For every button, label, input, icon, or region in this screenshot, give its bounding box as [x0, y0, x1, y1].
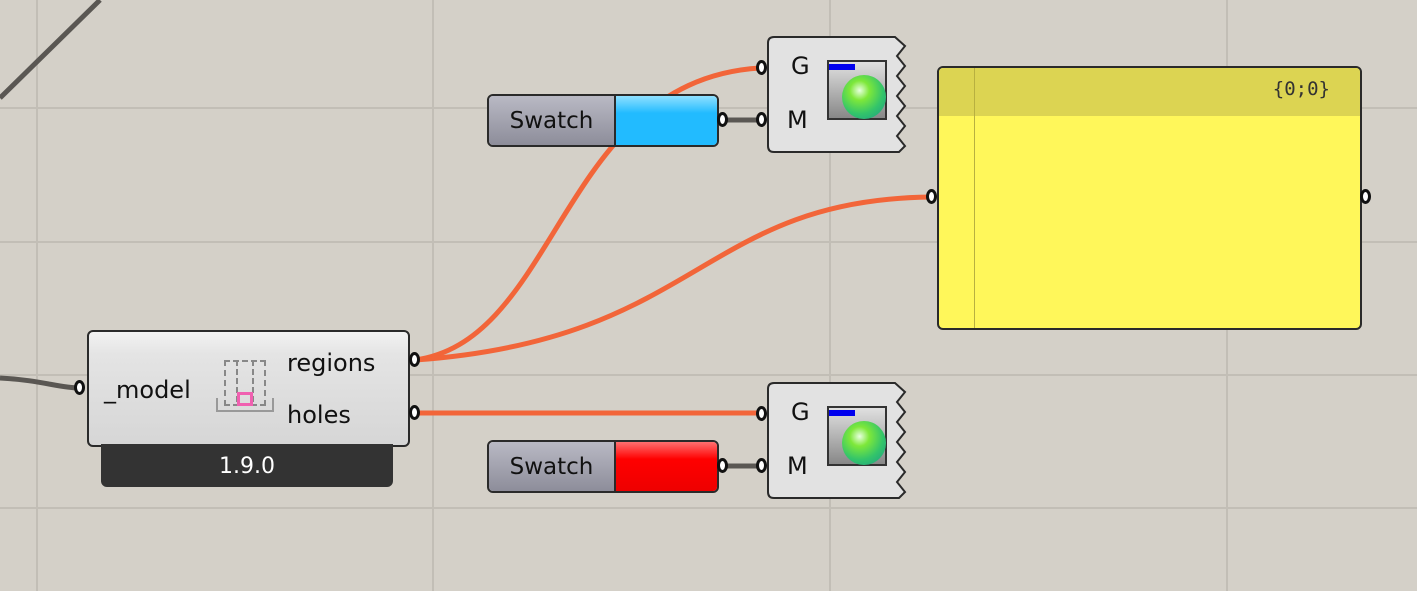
custom-preview-icon: [827, 406, 887, 466]
swatch-blue[interactable]: Swatch: [487, 94, 719, 147]
output-regions[interactable]: regions: [287, 349, 376, 377]
holes-output-grip[interactable]: [409, 405, 420, 420]
wire-regions-g: [414, 65, 761, 363]
regions-output-grip[interactable]: [409, 352, 420, 367]
custom-preview-icon: [827, 60, 887, 120]
swatch-color-red[interactable]: [616, 442, 717, 491]
swatch-red[interactable]: Swatch: [487, 440, 719, 493]
preview2-g-grip[interactable]: [756, 406, 767, 421]
swatch2-output-grip[interactable]: [717, 458, 728, 473]
preview1-m-grip[interactable]: [756, 112, 767, 127]
wire-model-input: [0, 375, 81, 391]
panel[interactable]: {0;0}: [937, 66, 1362, 330]
output-holes[interactable]: holes: [287, 401, 351, 429]
preview2-m-grip[interactable]: [756, 458, 767, 473]
model-input-grip[interactable]: [74, 380, 85, 395]
custom-preview-1[interactable]: G M: [767, 36, 907, 153]
input-g[interactable]: G: [791, 52, 810, 80]
room-regions-icon: [216, 360, 274, 414]
room-regions-component[interactable]: _model regions holes: [87, 330, 410, 447]
version-label: 1.9.0: [101, 444, 393, 487]
swatch-label: Swatch: [489, 96, 616, 145]
preview1-g-grip[interactable]: [756, 60, 767, 75]
panel-margin-line: [974, 68, 975, 328]
input-m[interactable]: M: [787, 452, 808, 480]
wire-regions-panel: [414, 194, 931, 363]
panel-path-index: {0;0}: [1272, 78, 1330, 100]
input-model[interactable]: _model: [104, 376, 191, 404]
swatch1-output-grip[interactable]: [717, 112, 728, 127]
wire-offscreen-top: [0, 0, 102, 100]
custom-preview-2[interactable]: G M: [767, 382, 907, 499]
panel-input-grip[interactable]: [926, 189, 937, 204]
input-g[interactable]: G: [791, 398, 810, 426]
swatch-color-blue[interactable]: [616, 96, 717, 145]
swatch-label: Swatch: [489, 442, 616, 491]
input-m[interactable]: M: [787, 106, 808, 134]
panel-output-grip[interactable]: [1360, 189, 1371, 204]
panel-header: [939, 68, 1360, 116]
